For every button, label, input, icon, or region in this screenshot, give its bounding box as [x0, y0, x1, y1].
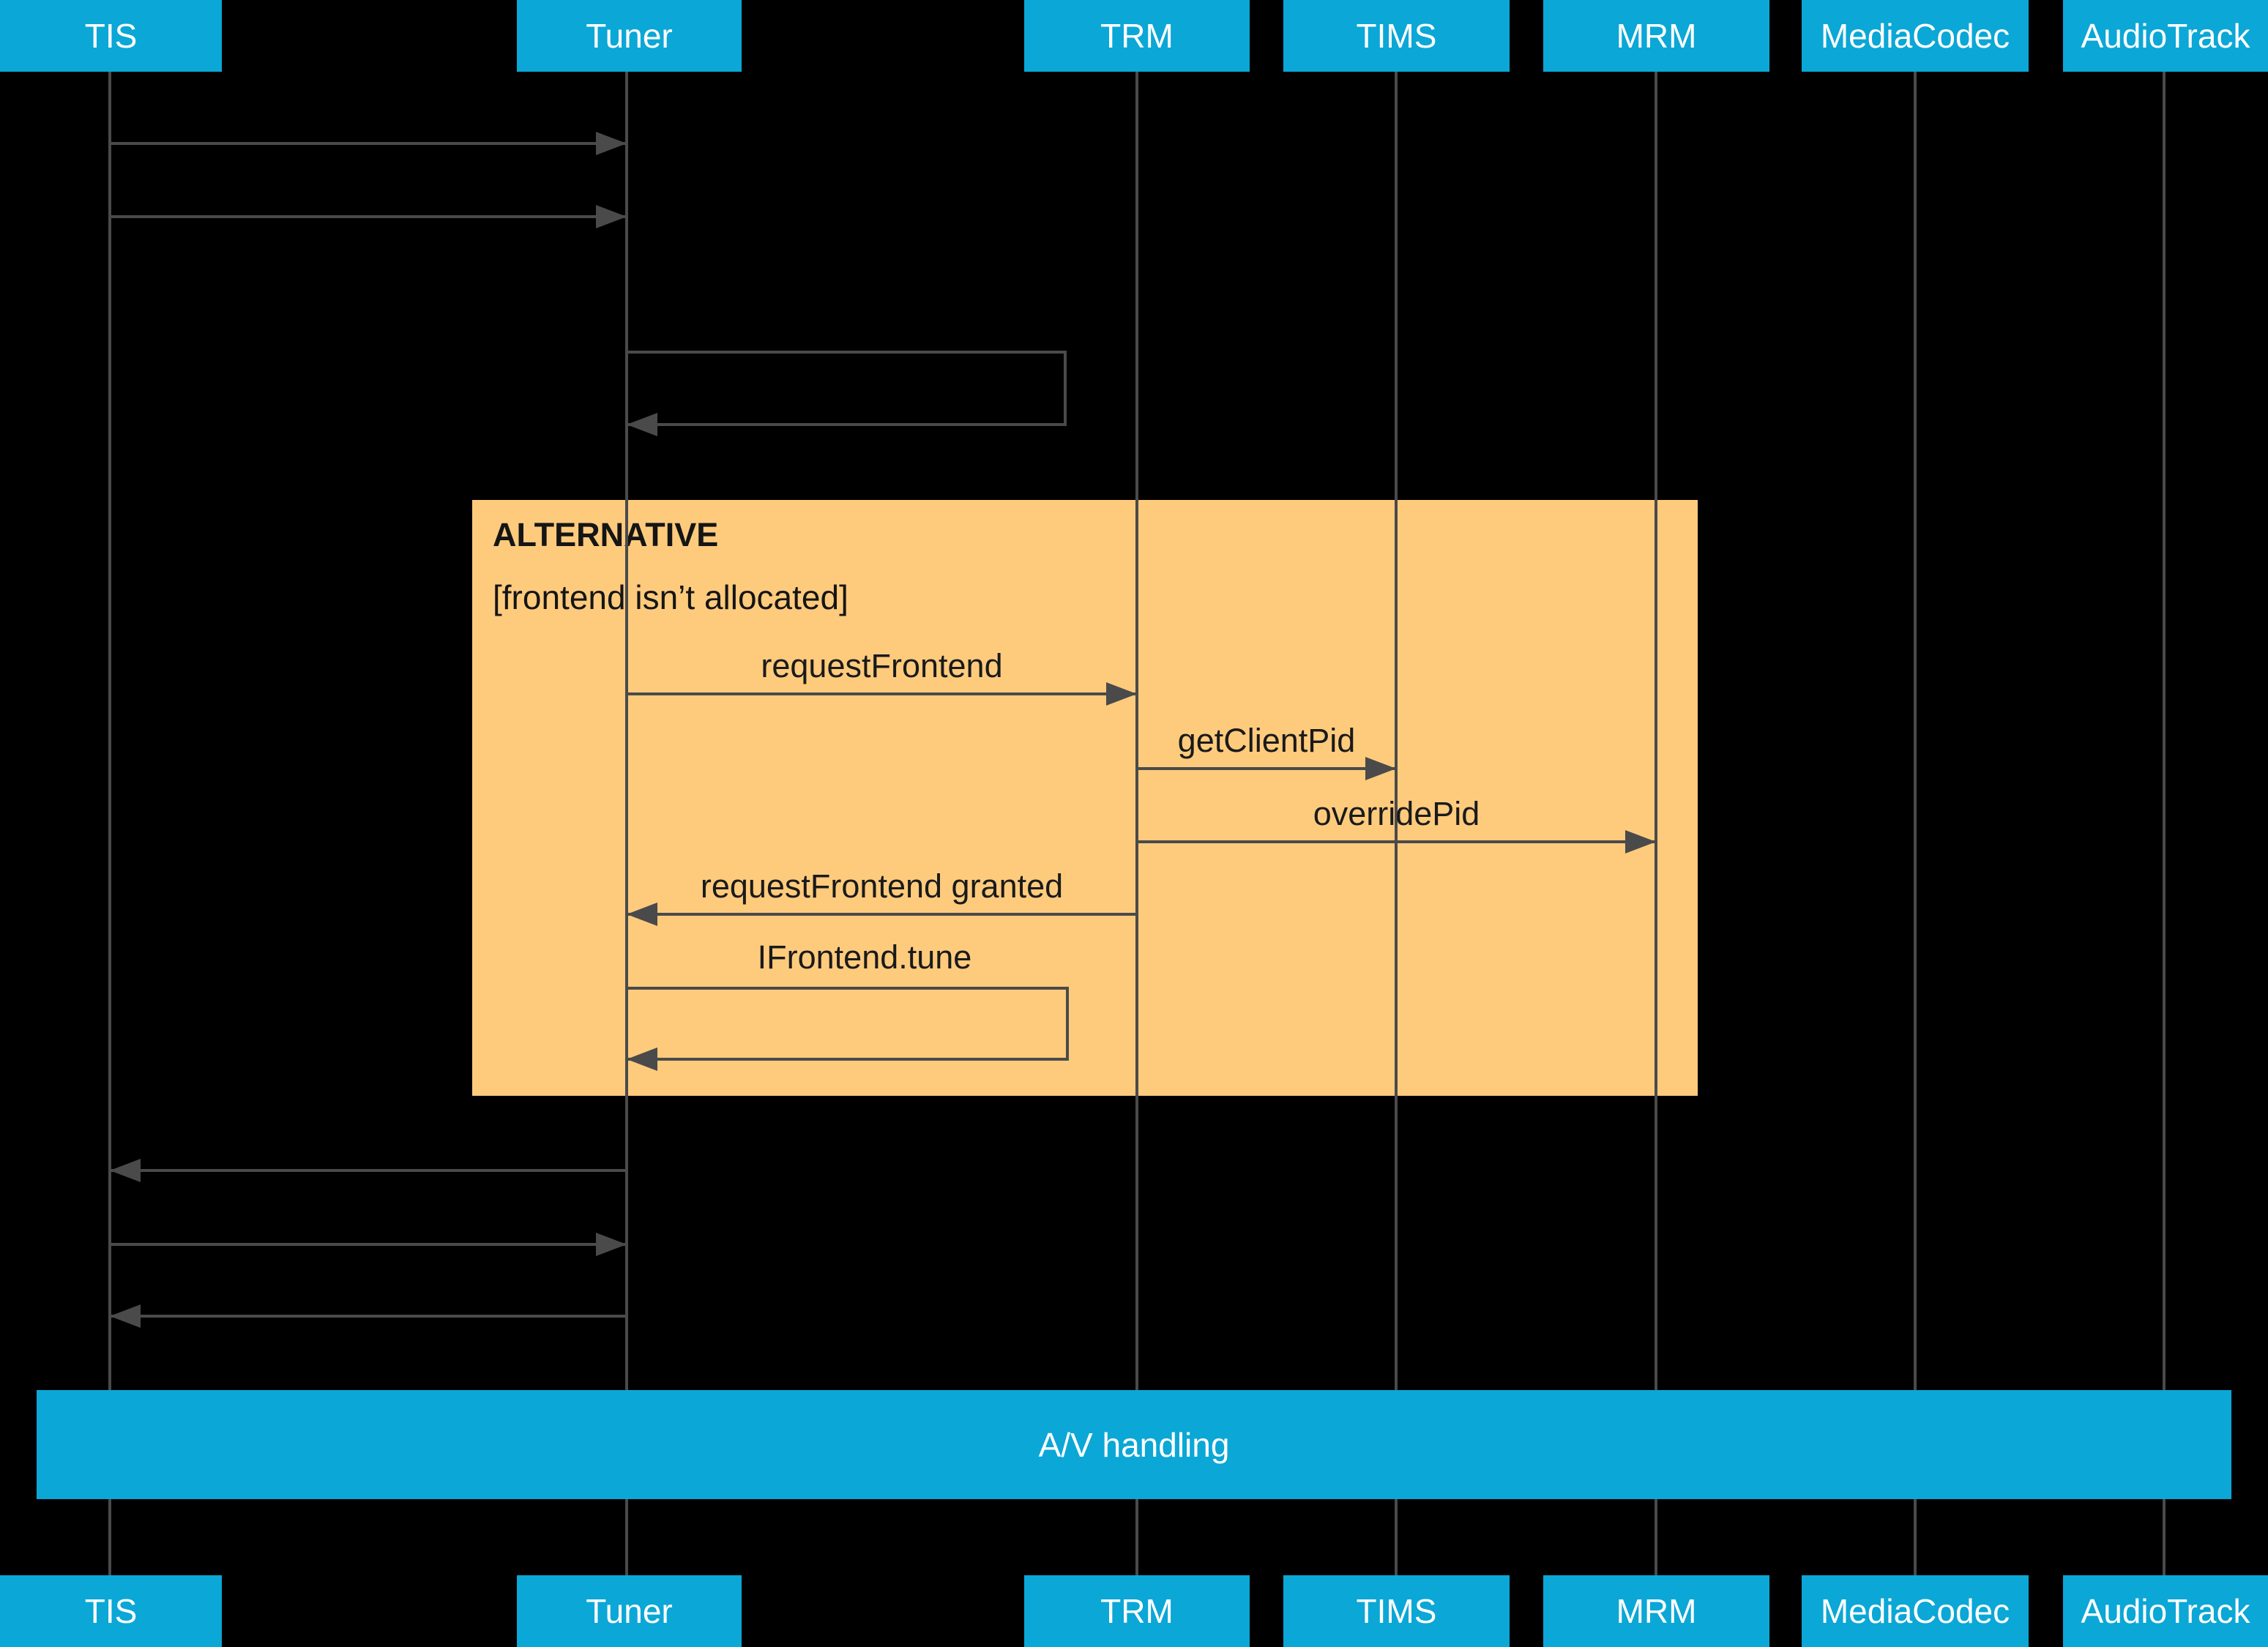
arrowhead-right-icon [596, 1233, 627, 1256]
participant-header-mrm: MRM [1543, 0, 1769, 72]
alt-frame: ALTERNATIVE [frontend isn’t allocated] [472, 500, 1698, 1096]
loop-line [1064, 351, 1067, 426]
arrowhead-left-icon [627, 903, 657, 926]
participant-header-tis: TIS [0, 0, 222, 72]
message-arrow-tuner-tis-2 [110, 1304, 627, 1328]
participant-footer-tis: TIS [0, 1575, 222, 1647]
participant-header-mediacodec: MediaCodec [1802, 0, 2029, 72]
lifeline-trm [1135, 72, 1138, 1575]
message-label-getclientpid: getClientPid [1177, 722, 1356, 759]
arrowhead-left-icon [627, 413, 657, 436]
loop-line [627, 987, 1069, 990]
lifeline-tims [1395, 72, 1398, 1575]
message-arrow-requestfrontend [627, 682, 1137, 706]
arrowhead-right-icon [1625, 830, 1656, 854]
lifeline-mrm [1655, 72, 1657, 1575]
participant-header-trm: TRM [1024, 0, 1250, 72]
loop-line [627, 351, 1067, 354]
participant-footer-mediacodec: MediaCodec [1802, 1575, 2029, 1647]
av-handling-label: A/V handling [1038, 1425, 1230, 1464]
alt-frame-operator: ALTERNATIVE [493, 516, 719, 553]
arrowhead-right-icon [596, 132, 627, 155]
message-label-requestfrontend-granted: requestFrontend granted [700, 867, 1064, 905]
alt-frame-guard: [frontend isn’t allocated] [493, 578, 848, 616]
loop-line [627, 1058, 1069, 1061]
self-message-loop-ifrontend-tune [627, 987, 1069, 1071]
message-arrow-tis-tuner-1 [110, 132, 627, 155]
message-arrow-tuner-tis-1 [110, 1159, 627, 1182]
arrowhead-right-icon [1106, 682, 1137, 706]
message-arrow-overridepid [1137, 830, 1656, 854]
message-arrow-tis-tuner-3 [110, 1233, 627, 1256]
av-handling-bar: A/V handling [37, 1390, 2231, 1499]
participant-footer-audiotrack: AudioTrack [2063, 1575, 2268, 1647]
arrowhead-right-icon [596, 205, 627, 228]
message-label-overridepid: overridePid [1313, 795, 1480, 832]
loop-line [1066, 987, 1069, 1061]
message-label-requestfrontend: requestFrontend [761, 647, 1003, 684]
message-arrow-tis-tuner-2 [110, 205, 627, 228]
arrowhead-right-icon [1365, 757, 1396, 780]
lifeline-mediacodec [1914, 72, 1917, 1575]
participant-footer-tims: TIMS [1283, 1575, 1510, 1647]
self-message-loop-tuner [627, 351, 1067, 436]
message-arrow-getclientpid [1137, 757, 1396, 780]
loop-line [627, 423, 1067, 426]
participant-footer-mrm: MRM [1543, 1575, 1769, 1647]
lifeline-audiotrack [2163, 72, 2166, 1575]
arrowhead-left-icon [110, 1159, 141, 1182]
participant-footer-tuner: Tuner [517, 1575, 742, 1647]
participant-header-audiotrack: AudioTrack [2063, 0, 2268, 72]
message-arrow-requestfrontend-granted [627, 903, 1137, 926]
arrowhead-left-icon [627, 1047, 657, 1071]
participant-header-tims: TIMS [1283, 0, 1510, 72]
lifeline-tuner [625, 72, 628, 1575]
lifeline-tis [108, 72, 111, 1575]
participant-footer-trm: TRM [1024, 1575, 1250, 1647]
arrowhead-left-icon [110, 1304, 141, 1328]
message-label-ifrontend-tune: IFrontend.tune [757, 938, 972, 976]
participant-header-tuner: Tuner [517, 0, 742, 72]
